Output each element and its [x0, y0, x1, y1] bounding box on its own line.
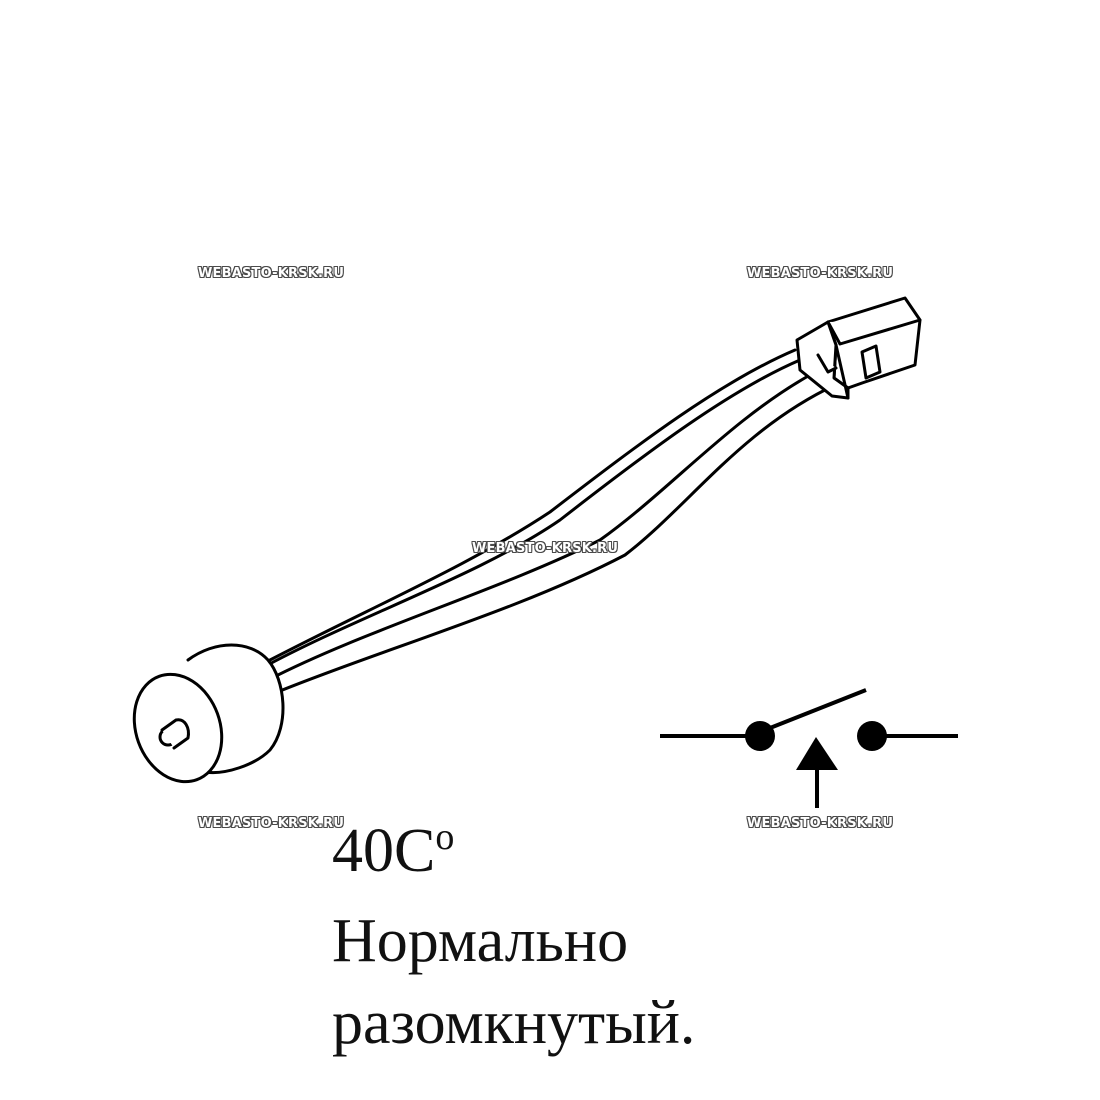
watermark-text: WEBASTO-KRSK.RU: [747, 266, 894, 281]
watermark-text: WEBASTO-KRSK.RU: [198, 816, 345, 831]
degree-superscript: o: [435, 816, 455, 858]
caption-line-3: разомкнутый.: [332, 989, 696, 1057]
wire-harness-icon: [260, 348, 837, 695]
watermark-text: WEBASTO-KRSK.RU: [747, 816, 894, 831]
normally-open-switch-icon: [660, 688, 958, 808]
temperature-label: 40Co: [332, 810, 695, 900]
caption-line-2: Нормально: [332, 907, 629, 975]
watermark-text: WEBASTO-KRSK.RU: [198, 266, 345, 281]
connector-icon: [795, 296, 922, 400]
temperature-value: 40C: [332, 817, 436, 885]
caption: 40Co Нормально разомкнутый.: [332, 810, 695, 1064]
watermark-text: WEBASTO-KRSK.RU: [472, 541, 619, 556]
sensor-body-icon: [132, 643, 285, 784]
